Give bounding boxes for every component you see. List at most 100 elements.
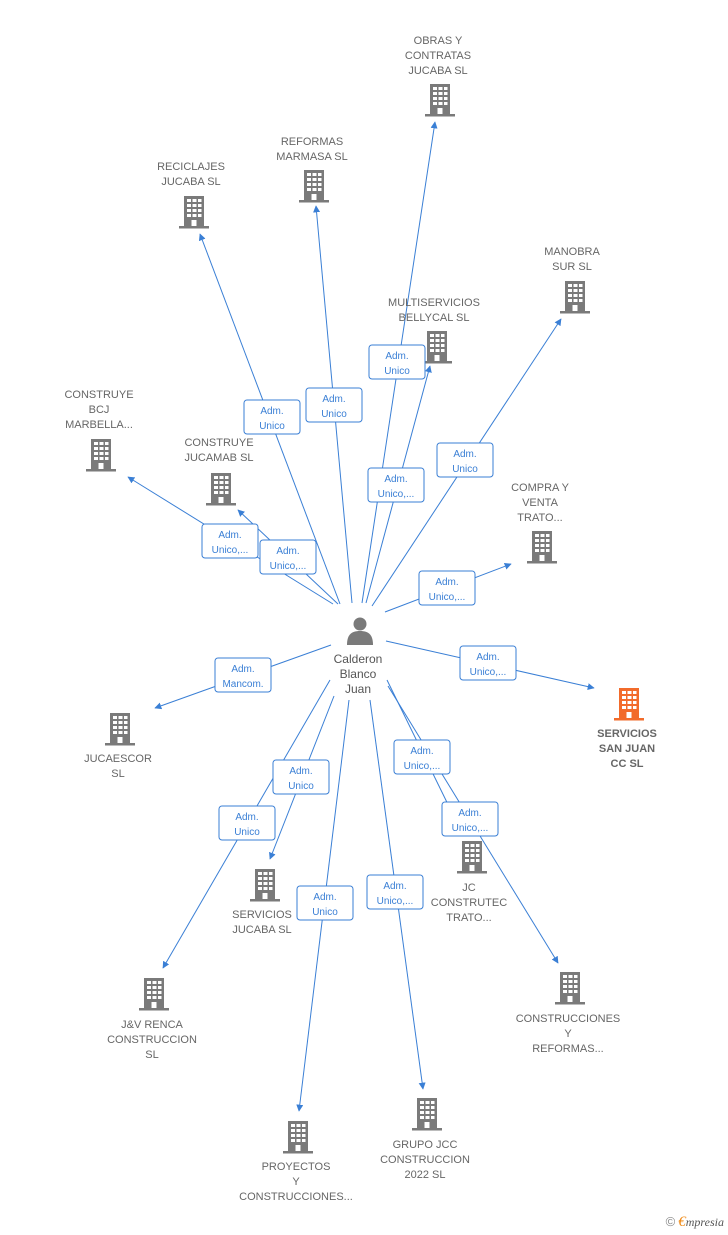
relation-label-line: Adm. — [410, 746, 433, 757]
relations-layer: Adm.UnicoAdm.UnicoAdm.UnicoAdm.UnicoAdm.… — [201, 344, 517, 921]
relation-box-construcciones-reformas[interactable]: Adm. Unico,... — [441, 801, 499, 837]
company-label-line: MULTISERVICIOS — [388, 297, 480, 309]
company-label-line: JC — [462, 882, 476, 894]
company-label-line: 2022 SL — [405, 1169, 446, 1181]
company-node-jc-construtec[interactable]: JCCONSTRUTECTRATO... — [431, 841, 507, 924]
company-node-proyectos[interactable]: PROYECTOSYCONSTRUCCIONES... — [239, 1121, 353, 1203]
building-icon — [139, 978, 169, 1011]
relation-box-manobra[interactable]: Adm.Unico — [436, 442, 494, 478]
company-label-line: CC SL — [611, 758, 644, 770]
brand-logo-e: € — [678, 1214, 686, 1230]
relation-label-line: Unico,... — [452, 823, 489, 834]
relation-label-line: Adm. — [384, 474, 407, 485]
relation-box-jc-construtec[interactable]: Adm.Unico,... — [393, 739, 451, 775]
relation-box-compra-venta[interactable]: Adm.Unico,... — [418, 570, 476, 606]
relation-box-servicios-san-juan[interactable]: Adm.Unico,... — [459, 645, 517, 681]
company-label-line: SL — [111, 768, 124, 780]
company-label-line: OBRAS Y — [414, 35, 463, 47]
company-label-line: CONSTRUCCIONES... — [239, 1191, 353, 1203]
company-label-line: CONSTRUTEC — [431, 897, 507, 909]
relation-box-proyectos[interactable]: Adm. Unico — [296, 885, 354, 921]
relation-box-jucaescor[interactable]: Adm. Mancom. — [214, 657, 272, 693]
company-label-line: SERVICIOS — [232, 909, 292, 921]
company-label-line: VENTA — [522, 497, 559, 509]
building-icon — [422, 331, 452, 364]
company-label-line: SERVICIOS — [597, 728, 657, 740]
relation-label-line: Unico,... — [429, 592, 466, 603]
company-node-manobra[interactable]: MANOBRA SUR SL — [544, 246, 600, 314]
building-icon — [299, 170, 329, 203]
relation-box-multiservicios[interactable]: Adm. Unico,... — [367, 467, 425, 503]
building-icon — [206, 473, 236, 506]
relation-box-frame — [367, 467, 425, 503]
relation-box-construye-jucamab[interactable]: Adm.Unico,... — [259, 539, 317, 575]
company-label-line: TRATO... — [517, 512, 562, 524]
relation-box-frame — [366, 874, 424, 910]
company-label-line: COMPRA Y — [511, 482, 570, 494]
building-icon — [412, 1098, 442, 1131]
company-label-line: JUCABA SL — [408, 65, 467, 77]
company-node-construye-bcj[interactable]: CONSTRUYEBCJMARBELLA... — [64, 389, 134, 472]
relation-label-line: Adm. — [476, 652, 499, 663]
company-label-line: GRUPO JCC — [393, 1139, 458, 1151]
person-name-line: Blanco — [340, 667, 377, 681]
relation-box-reformas-marmasa[interactable]: Adm.Unico — [305, 387, 363, 423]
relation-box-frame — [459, 645, 517, 681]
company-node-compra-venta[interactable]: COMPRA Y VENTA TRATO... — [511, 482, 570, 564]
relation-label-line: Adm. — [231, 664, 254, 675]
footer-brand: ©€mpresia — [666, 1214, 724, 1231]
relation-label-line: Unico,... — [378, 489, 415, 500]
copyright-symbol: © — [665, 1214, 676, 1229]
building-icon — [560, 281, 590, 314]
relation-box-construye-bcj[interactable]: Adm.Unico,... — [201, 523, 259, 559]
relation-box-grupo-jcc[interactable]: Adm.Unico,... — [366, 874, 424, 910]
company-label-line: J&V RENCA — [121, 1019, 183, 1031]
company-label-line: RECICLAJES — [157, 161, 225, 173]
relation-label-line: Adm. — [458, 808, 481, 819]
building-icon — [527, 531, 557, 564]
company-label-line: CONSTRUCCIONES — [516, 1013, 621, 1025]
company-label-line: REFORMAS — [281, 136, 343, 148]
company-node-reformas-marmasa[interactable]: REFORMAS MARMASA SL — [276, 136, 348, 203]
relation-box-frame — [418, 570, 476, 606]
relation-box-frame — [259, 539, 317, 575]
relation-label-line: Unico — [259, 421, 285, 432]
relation-label-line: Unico — [234, 827, 260, 838]
person-icon — [347, 617, 373, 645]
company-label-line: SUR SL — [552, 261, 592, 273]
relation-label-line: Adm. — [313, 892, 336, 903]
building-icon — [283, 1121, 313, 1154]
relation-box-obras[interactable]: Adm.Unico — [368, 344, 426, 380]
relation-box-servicios-jucaba[interactable]: Adm.Unico — [272, 759, 330, 795]
company-node-construcciones-reformas[interactable]: CONSTRUCCIONESYREFORMAS... — [516, 972, 621, 1055]
relation-box-frame — [441, 801, 499, 837]
relation-label-line: Mancom. — [222, 679, 263, 690]
relation-label-line: Unico — [312, 907, 338, 918]
company-label-line: PROYECTOS — [262, 1161, 331, 1173]
company-label-line: CONSTRUYE — [64, 389, 133, 401]
company-label-line: MANOBRA — [544, 246, 600, 258]
relation-box-reciclajes[interactable]: Adm.Unico — [243, 399, 301, 435]
relation-label-line: Adm. — [383, 881, 406, 892]
relation-box-frame — [272, 759, 330, 795]
relation-label-line: Unico,... — [212, 545, 249, 556]
relation-label-line: Unico — [288, 781, 314, 792]
relation-label-line: Unico — [384, 366, 410, 377]
relation-box-frame — [305, 387, 363, 423]
edges-layer — [127, 121, 595, 1112]
relation-box-jv-renca[interactable]: Adm.Unico — [218, 805, 276, 841]
company-label-line: MARMASA SL — [276, 151, 348, 163]
company-label-line: REFORMAS... — [532, 1043, 604, 1055]
relation-box-frame — [393, 739, 451, 775]
